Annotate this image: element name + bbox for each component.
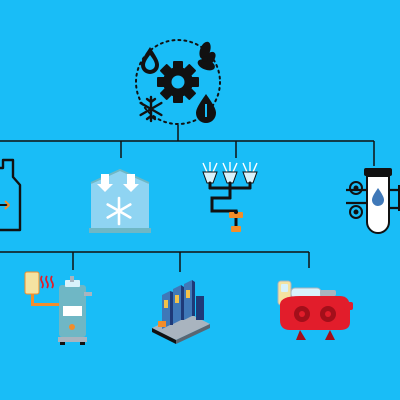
snowflake-icon (139, 95, 163, 123)
cold-storage-room-icon (89, 168, 151, 233)
fan-icon (197, 41, 216, 71)
climate-control-cluster-icon (135, 39, 221, 125)
water-filter-unit-icon (346, 168, 400, 234)
red-pump-machine-icon (277, 280, 353, 340)
dotted-ring (135, 39, 221, 125)
water-drop-icon (141, 47, 159, 74)
tree-connectors (0, 125, 375, 272)
gear-icon (157, 61, 199, 103)
water-drop-icon (196, 94, 216, 123)
boiler-heater-icon (24, 271, 92, 345)
sprinkler-nozzles-icon (202, 162, 258, 232)
heated-house-icon (0, 158, 22, 232)
industrial-plant-icon (152, 280, 210, 344)
